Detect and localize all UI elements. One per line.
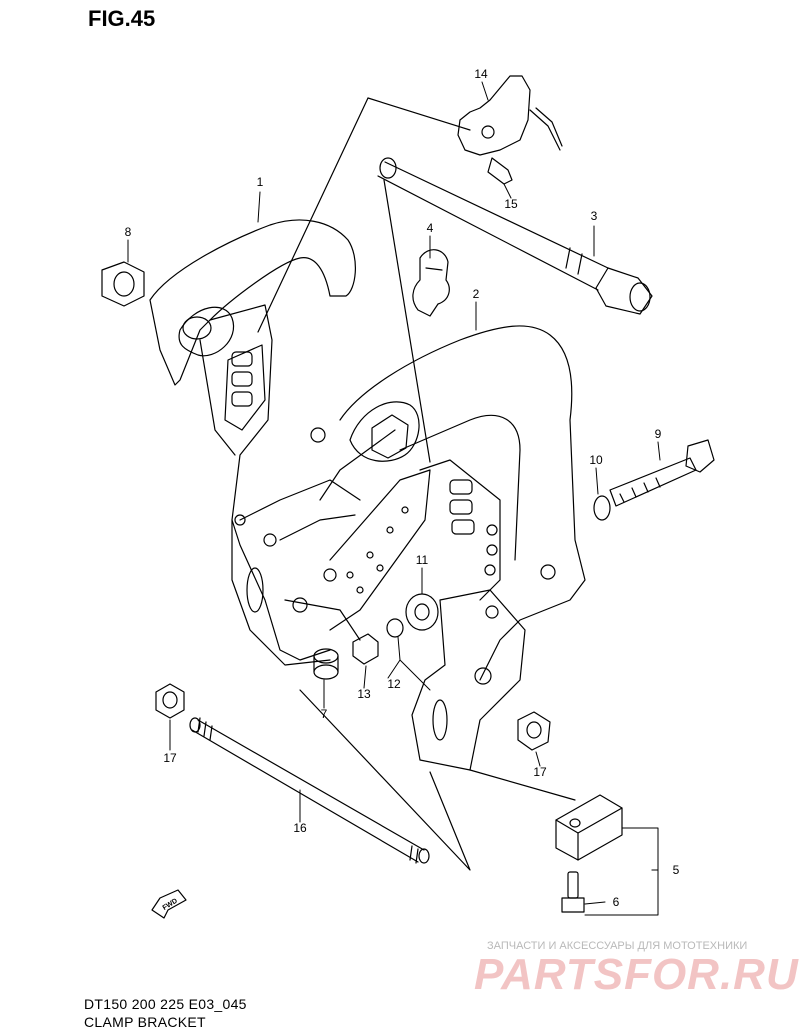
callout-6: 6 bbox=[613, 895, 620, 909]
nut-17-left bbox=[155, 683, 185, 719]
figure-title: FIG.45 bbox=[88, 6, 156, 31]
callout-3: 3 bbox=[591, 209, 598, 223]
callout-5: 5 bbox=[673, 863, 680, 877]
callout-2: 2 bbox=[473, 287, 480, 301]
tilt-shaft bbox=[377, 157, 653, 315]
collar bbox=[313, 648, 339, 680]
callout-10: 10 bbox=[589, 453, 603, 467]
top-nut bbox=[101, 261, 145, 307]
callout-17-left: 17 bbox=[163, 751, 177, 765]
callout-4: 4 bbox=[427, 221, 434, 235]
washer-11 bbox=[405, 593, 439, 631]
left-clamp-bracket bbox=[149, 219, 431, 666]
callout-17-right: 17 bbox=[533, 765, 547, 779]
washer-10 bbox=[593, 495, 611, 521]
forward-arrow-icon: FWD bbox=[151, 889, 187, 919]
callout-7: 7 bbox=[321, 707, 328, 721]
callout-labels: 1 2 3 4 5 6 7 8 9 10 11 12 13 14 15 16 1… bbox=[125, 67, 680, 909]
leader-lines bbox=[127, 81, 661, 916]
right-clamp-bracket bbox=[310, 325, 586, 771]
callout-9: 9 bbox=[655, 427, 662, 441]
assembly-guide-lines bbox=[257, 97, 576, 871]
callout-8: 8 bbox=[125, 225, 132, 239]
callout-16: 16 bbox=[293, 821, 307, 835]
caption-model: DT150 200 225 E03_045 bbox=[84, 996, 247, 1012]
small-bolt bbox=[561, 871, 585, 913]
callout-12: 12 bbox=[387, 677, 401, 691]
callout-14: 14 bbox=[474, 67, 488, 81]
washer-12 bbox=[386, 618, 404, 638]
block-part bbox=[555, 794, 623, 861]
callout-1: 1 bbox=[257, 175, 264, 189]
nut-13 bbox=[352, 633, 379, 665]
watermark-brand: PARTSFOR.RU bbox=[474, 950, 799, 999]
watermark-tagline: ЗАПЧАСТИ И АКСЕССУАРЫ ДЛЯ МОТОТЕХНИКИ bbox=[487, 940, 748, 952]
caption-name: CLAMP BRACKET bbox=[84, 1014, 206, 1030]
clip-part bbox=[412, 249, 450, 317]
lever-bracket bbox=[457, 75, 563, 156]
callout-15: 15 bbox=[504, 197, 518, 211]
long-bolt bbox=[609, 439, 715, 507]
callout-13: 13 bbox=[357, 687, 371, 701]
through-bolt bbox=[189, 717, 430, 864]
nut-17-right bbox=[517, 711, 551, 751]
screw-15 bbox=[487, 157, 513, 185]
callout-11: 11 bbox=[416, 553, 429, 567]
